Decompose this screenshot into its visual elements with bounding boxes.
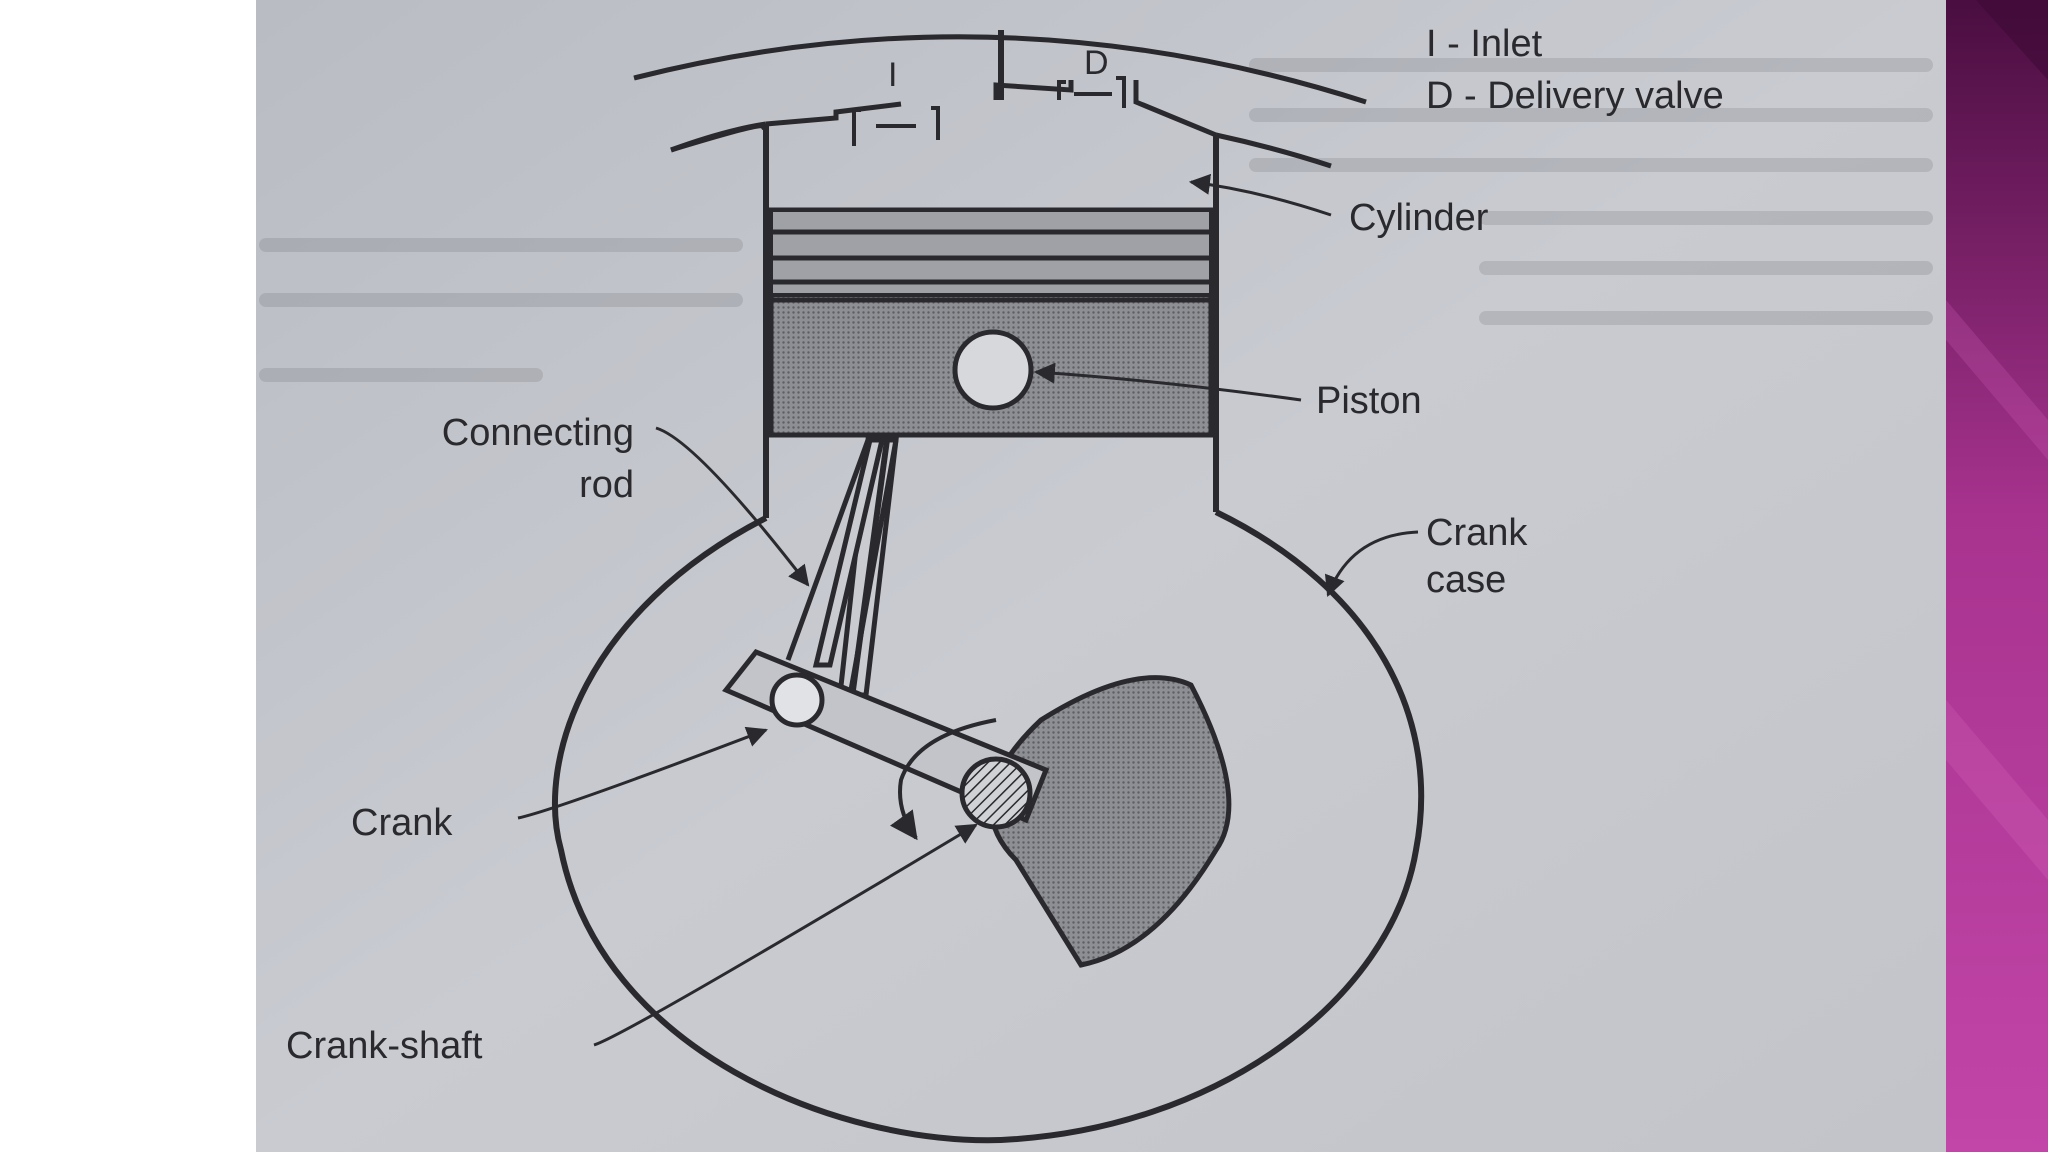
gudgeon-pin [952,329,1034,411]
bleed-through-text [259,58,1933,382]
label-connecting-rod-2: rod [579,464,634,506]
label-piston: Piston [1316,380,1422,422]
cylinder-head [765,30,1217,146]
label-crank: Crank [351,802,453,844]
crank-shaft-hub [959,756,1033,830]
piston [768,207,1214,438]
leader-lines [517,173,1419,1047]
legend-delivery: D - Delivery valve [1426,75,1724,117]
inlet-valve-mark: I [888,56,897,94]
legend-inlet: I - Inlet [1426,23,1543,65]
casing-inner-arc-left [670,121,767,153]
reciprocating-compressor-diagram: I D I - Inlet D - Delivery valve Cylinde… [256,0,1946,1152]
magenta-side-band [1946,0,2048,1152]
delivery-valve-mark: D [1084,44,1109,82]
label-connecting-rod-1: Connecting [442,412,634,454]
label-crank-case-2: case [1426,559,1506,601]
crank-case-outline [552,509,1425,1144]
label-crank-shaft: Crank-shaft [286,1025,483,1067]
rotation-arrow [889,718,997,841]
paper-background [256,0,1946,1152]
diagram-photo: I D I - Inlet D - Delivery valve Cylinde… [256,0,1946,1152]
casing-inner-arc-right [1215,132,1332,169]
label-crank-case-1: Crank [1426,512,1528,554]
cylinder-walls [763,124,1219,518]
crank-pin [769,672,825,728]
label-cylinder: Cylinder [1349,197,1489,239]
